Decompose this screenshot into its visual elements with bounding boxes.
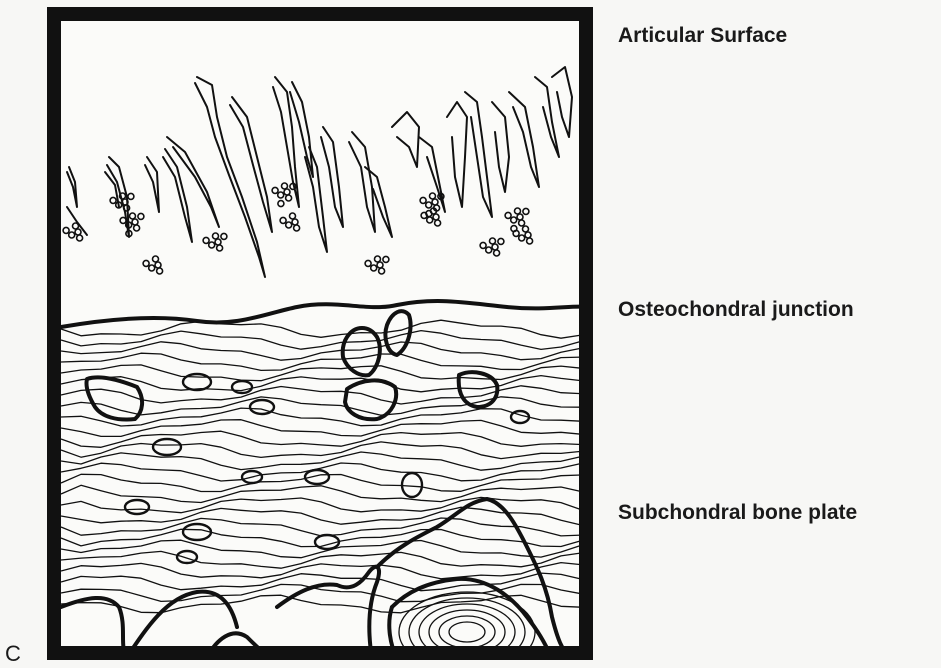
osteochondral-junction-label: Osteochondral junction	[618, 298, 854, 322]
articular-surface-label: Articular Surface	[618, 24, 787, 48]
histology-drawing	[47, 7, 593, 660]
subchondral-bone-plate-label: Subchondral bone plate	[618, 501, 857, 525]
drawing-background	[47, 7, 593, 660]
cartilage-bone-illustration	[47, 7, 593, 660]
panel-letter: C	[5, 641, 21, 667]
